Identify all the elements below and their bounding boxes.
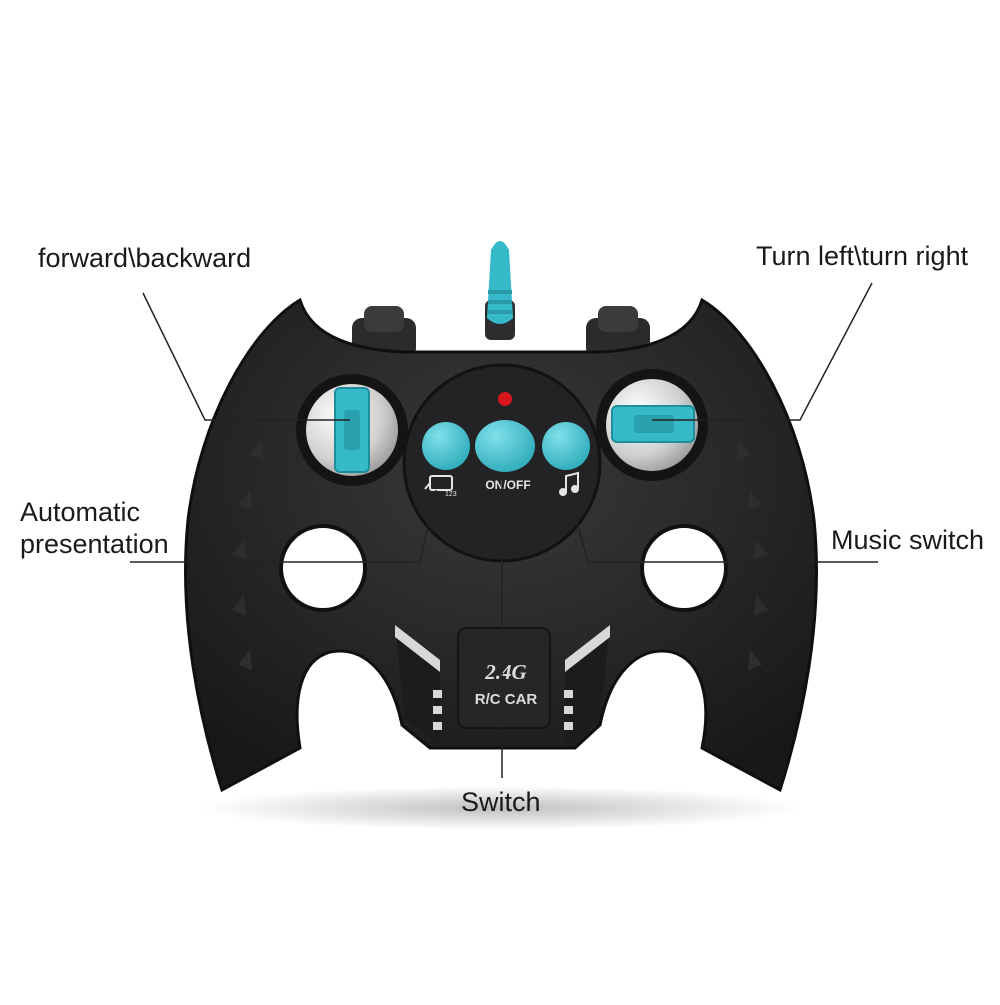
callout-forward-backward <box>142 292 350 421</box>
label-turn-left-right: Turn left\turn right <box>756 241 969 271</box>
label-switch: Switch <box>461 787 541 817</box>
band-label: 2.4G <box>484 660 526 684</box>
floor-shadow <box>200 786 800 830</box>
on-off-button[interactable] <box>475 420 535 472</box>
callout-music-switch <box>567 489 878 563</box>
callout-lines <box>130 282 878 778</box>
lower-plate <box>395 625 610 745</box>
grip-ridges <box>232 440 768 670</box>
rc-car-label: R/C CAR <box>475 691 538 708</box>
antenna-icon <box>485 241 515 340</box>
music-switch-button[interactable] <box>542 422 590 470</box>
automatic-presentation-button[interactable] <box>422 422 470 470</box>
demo-mode-icon <box>424 475 453 491</box>
label-automatic-presentation: Automatic presentation <box>20 497 169 559</box>
demo-mode-sub-label: 123 <box>445 491 457 498</box>
led-indicator-icon <box>498 392 512 406</box>
music-note-icon <box>559 471 579 496</box>
left-finger-hole <box>279 524 367 612</box>
right-finger-hole <box>640 524 728 612</box>
callout-turn-left-right <box>652 282 873 421</box>
label-forward-backward: forward\backward <box>38 243 252 273</box>
forward-backward-stick[interactable] <box>296 374 408 486</box>
on-off-label: ON/OFF <box>485 478 530 492</box>
callout-automatic-presentation <box>130 489 437 563</box>
label-music-switch: Music switch <box>831 525 985 555</box>
turn-left-right-stick[interactable] <box>596 369 708 481</box>
